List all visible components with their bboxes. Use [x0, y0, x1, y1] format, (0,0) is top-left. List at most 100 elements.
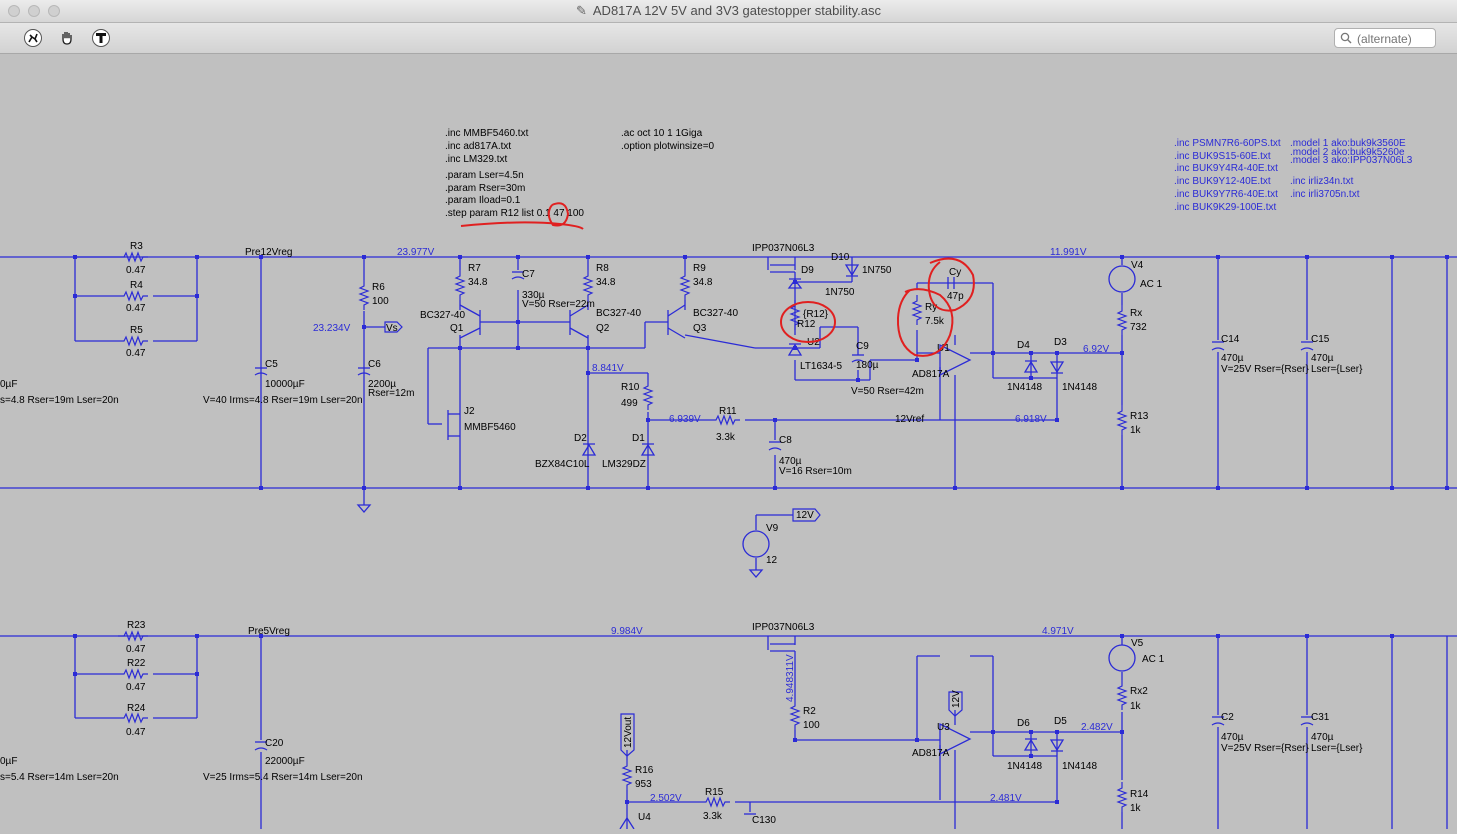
net-voltage: 11.991V [1050, 247, 1087, 258]
ref-label: Ry [925, 302, 937, 313]
directive-line: .inc BUK9Y7R6-40E.txt [1174, 189, 1278, 200]
value-label: 0.47 [126, 348, 146, 359]
model-label: IPP037N06L3 [752, 243, 815, 254]
ref-label: Q2 [596, 323, 610, 334]
ref-label: R12 [797, 319, 816, 330]
resistor-symbols [117, 252, 1127, 813]
run-icon [24, 29, 42, 47]
ref-label: R3 [130, 241, 143, 252]
directive-line: .model 3 ako:IPP037N06L3 [1290, 155, 1413, 166]
value-label: 470µ [1221, 732, 1244, 743]
ref-label: D3 [1054, 337, 1067, 348]
opamp-symbols [619, 343, 972, 830]
value-label: 0.47 [126, 727, 146, 738]
halt-button[interactable] [91, 28, 111, 48]
value-label: 0µF [0, 379, 17, 390]
param-label: V=25V Rser={Rser} [1221, 364, 1309, 375]
directive-line: .inc MMBF5460.txt [445, 128, 529, 139]
model-label: LT1634-5 [800, 361, 843, 372]
ref-label: R5 [130, 325, 143, 336]
ref-label: Q1 [450, 323, 464, 334]
param-label: V=16 Rser=10m [779, 466, 852, 477]
net-flag: Pre5Vreg [248, 626, 290, 637]
value-label: 0.47 [126, 644, 146, 655]
capacitor-symbols [254, 271, 1314, 815]
ref-label: D6 [1017, 718, 1030, 729]
source-symbols [356, 265, 1136, 672]
transistor-symbols [447, 304, 686, 440]
net-flag: Vs [386, 323, 398, 334]
zoom-button[interactable] [48, 5, 60, 17]
ref-label: R10 [621, 382, 640, 393]
directive-line: .inc BUK9K29-100E.txt [1174, 202, 1276, 213]
net-flag: 12V [951, 690, 962, 708]
ref-label: R24 [127, 703, 146, 714]
ref-label: R16 [635, 765, 654, 776]
ref-label: U1 [937, 343, 950, 354]
net-voltage: 6.939V [669, 414, 701, 425]
ref-label: R2 [803, 706, 816, 717]
model-label: 1N750 [862, 265, 892, 276]
value-label: 732 [1130, 322, 1147, 333]
param-label: V=50 Rser=22m [522, 299, 595, 310]
model-label: 1N4148 [1062, 761, 1097, 772]
ref-label: C130 [752, 815, 776, 826]
directive-line: .param Rser=30m [445, 183, 525, 194]
ref-label: D10 [831, 252, 850, 263]
model-label: LM329DZ [602, 459, 646, 470]
ref-label: C20 [265, 738, 284, 749]
directive-line: .model 1 ako:buk9k3560E [1290, 138, 1406, 149]
model-label: 1N4148 [1062, 382, 1097, 393]
value-label: 470µ [1311, 732, 1334, 743]
value-label: 100 [803, 720, 820, 731]
wires-top [0, 256, 1457, 570]
ref-label: C6 [368, 359, 381, 370]
value-label: 330µ [522, 290, 545, 301]
model-label: MMBF5460 [464, 422, 516, 433]
net-voltage: 23.234V [313, 323, 351, 334]
minimize-button[interactable] [28, 5, 40, 17]
ref-label: D4 [1017, 340, 1030, 351]
value-label: 0µF [0, 756, 17, 767]
net-voltage: 2.502V [650, 793, 682, 804]
net-voltage: 6.92V [1083, 344, 1109, 355]
pan-button[interactable] [57, 28, 77, 48]
search-input[interactable] [1334, 28, 1436, 48]
param-label: V=50 Rser=42m [851, 386, 924, 397]
net-voltage: 2.481V [990, 793, 1022, 804]
close-button[interactable] [8, 5, 20, 17]
model-label: 1N4148 [1007, 761, 1042, 772]
net-flags [384, 321, 963, 757]
net-flag-labels: Pre12Vreg Pre5Vreg Vs 12V 12Vref 12V 12V… [245, 247, 962, 748]
ref-label: C15 [1311, 334, 1330, 345]
directive-line: .param Iload=0.1 [445, 195, 521, 206]
step-directive: .step param R12 list 0.1 47 100 [445, 208, 584, 219]
ref-label: C31 [1311, 712, 1330, 723]
value-label: 3.3k [716, 432, 736, 443]
value-label: 22000µF [265, 756, 305, 767]
ref-label: R6 [372, 282, 385, 293]
ref-label: R11 [719, 406, 737, 417]
value-label: 953 [635, 779, 652, 790]
run-button[interactable] [23, 28, 43, 48]
ref-label: V4 [1131, 260, 1144, 271]
value-label: {R12} [803, 309, 829, 320]
param-label: V=40 Irms=4.8 Rser=19m Lser=20n [203, 395, 363, 406]
title-bar: ✎AD817A 12V 5V and 3V3 gatestopper stabi… [0, 0, 1457, 23]
directive-line: .inc BUK9Y12-40E.txt [1174, 176, 1271, 187]
directive-line: .model 2 ako:buk9k5260e [1290, 147, 1405, 158]
param-label: Lser={Lser} [1311, 743, 1363, 754]
model-label: AD817A [912, 748, 950, 759]
model-label: BC327-40 [596, 308, 641, 319]
schematic-canvas[interactable]: .inc MMBF5460.txt .inc ad817A.txt .inc L… [0, 54, 1457, 830]
window-title-wrap: ✎AD817A 12V 5V and 3V3 gatestopper stabi… [0, 3, 1457, 19]
search-icon [1340, 32, 1352, 44]
value-label: 2200µ [368, 379, 396, 390]
value-label: 1k [1130, 701, 1142, 712]
value-label: 1k [1130, 803, 1142, 814]
param-label: V=25V Rser={Rser} [1221, 743, 1309, 754]
directive-line: .param Lser=4.5n [445, 170, 524, 181]
value-label: 180µ [856, 360, 879, 371]
param-label: Rser=12m [368, 388, 414, 399]
